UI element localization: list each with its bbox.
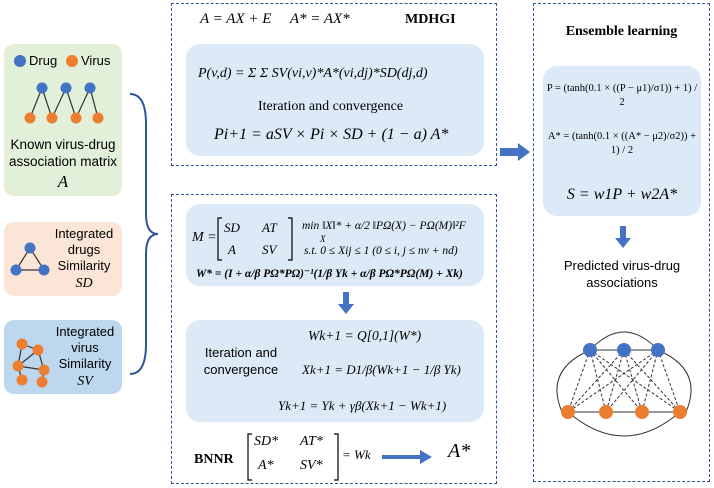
mdhgi-eq1: A = AX + E A* = AX* [200,11,350,27]
drug-node [60,82,72,94]
bnnr-matrix-brackets [217,217,293,261]
virus-graph-icon [12,338,50,388]
drug-node [617,343,631,357]
ensemble-formula-box [543,66,701,216]
ensemble-down-arrow [615,226,631,248]
bnnr-iteration-label: Iteration and convergence [203,345,279,377]
bnnr-final-a: A* [258,458,274,473]
drug-node [651,343,665,357]
virus-node [561,405,575,419]
virus-node [46,112,58,124]
bnnr-final-eq: = Wk [342,447,371,462]
virus-similarity-panel: Integrated virus Similarity SV [4,320,122,394]
ensemble-title: Ensemble learning [565,24,678,39]
drug-node [84,82,96,94]
bnnr-final-sd: SD* [254,434,279,449]
ensemble-a-eq: A* = (tanh(0.1 × ((A* − μ2)/σ2)) + 1) / … [547,131,697,156]
bnnr-cell-sd: SD [224,220,240,235]
mdhgi-formula-box [186,44,484,156]
virus-node [70,112,82,124]
bnnr-matrix-box [186,204,484,286]
bnnr-constraint: s.t. 0 ≤ Xij ≤ 1 (0 ≤ i, j ≤ nv + nd) [304,245,458,257]
ensemble-box [533,3,710,482]
drug-node [583,343,597,357]
bnnr-final-at: AT* [300,434,323,449]
drug-legend-node [14,55,26,67]
virus-node [599,405,613,419]
ensemble-predicted: Predicted virus-drug associations [563,258,681,290]
bnnr-down-arrow [338,292,354,314]
triangle-graph-icon [10,242,50,276]
to-ensemble-arrow [500,143,530,161]
bnnr-objective-sub: X [320,234,326,244]
bnnr-final-sv: SV* [300,458,323,473]
bnnr-matrix-m: M = [192,230,217,245]
virus-legend-node [66,55,78,67]
mdhgi-eq-p: P(v,d) = Σ Σ SV(vi,v)*A*(vi,dj)*SD(dj,d) [198,66,428,81]
predicted-network-icon [556,331,692,437]
bnnr-x-update: Xk+1 = D1/β(Wk+1 − 1/β Yk) [302,362,461,377]
mdhgi-label: MDHGI [405,12,456,27]
bnnr-box [171,194,497,484]
mdhgi-box [171,3,497,166]
mdhgi-iteration: Iteration and convergence [258,99,404,114]
virus-node [635,405,649,419]
known-symbol: A [57,172,69,191]
bnnr-w-star: W* = (I + α/β PΩ*PΩ)⁻¹(1/β Yk + α/β PΩ*P… [196,268,463,280]
ensemble-s-eq: S = w1P + w2A* [566,186,678,203]
legend-drug-label: Drug [29,53,58,68]
bipartite-graph-icon [24,82,104,124]
bnnr-y-update: Yk+1 = Yk + γβ(Xk+1 − Wk+1) [278,398,447,413]
drug-sim-symbol: SD [75,276,93,291]
bnnr-cell-at: AT [262,220,277,235]
legend-virus-label: Virus [81,53,111,68]
bnnr-iteration-box [186,320,484,422]
drug-node [36,82,48,94]
legend [14,55,78,67]
input-brace [129,93,159,375]
known-association-panel: Drug Virus Known virus-drug association … [4,44,122,196]
virus-node [673,405,687,419]
virus-node [24,112,36,124]
bnnr-cell-a: A [228,242,236,257]
ensemble-p-eq: P = (tanh(0.1 × ((P − μ1)/σ1)) + 1) / 2 [546,83,698,108]
bnnr-final-brackets [247,433,339,481]
bnnr-objective: min ‖X‖* + α/2 ‖PΩ(X) − PΩ(M)‖²F [302,220,466,232]
drug-similarity-panel: Integrated drugs Similarity SD [4,222,122,296]
drug-sim-title: Integrated drugs Similarity [54,226,114,273]
bnnr-result-arrow [382,450,432,464]
bnnr-w-update: Wk+1 = Q[0,1](W*) [308,328,422,343]
bnnr-label: BNNR [194,452,234,467]
virus-sim-symbol: SV [77,374,93,389]
known-title: Known virus-drug association matrix [8,137,118,169]
mdhgi-eq-update: Pi+1 = aSV × Pi × SD + (1 − a) A* [214,126,449,143]
virus-node [92,112,104,124]
virus-sim-title: Integrated virus Similarity [55,324,115,371]
bnnr-final-result: A* [448,440,471,462]
bnnr-cell-sv: SV [262,242,277,257]
